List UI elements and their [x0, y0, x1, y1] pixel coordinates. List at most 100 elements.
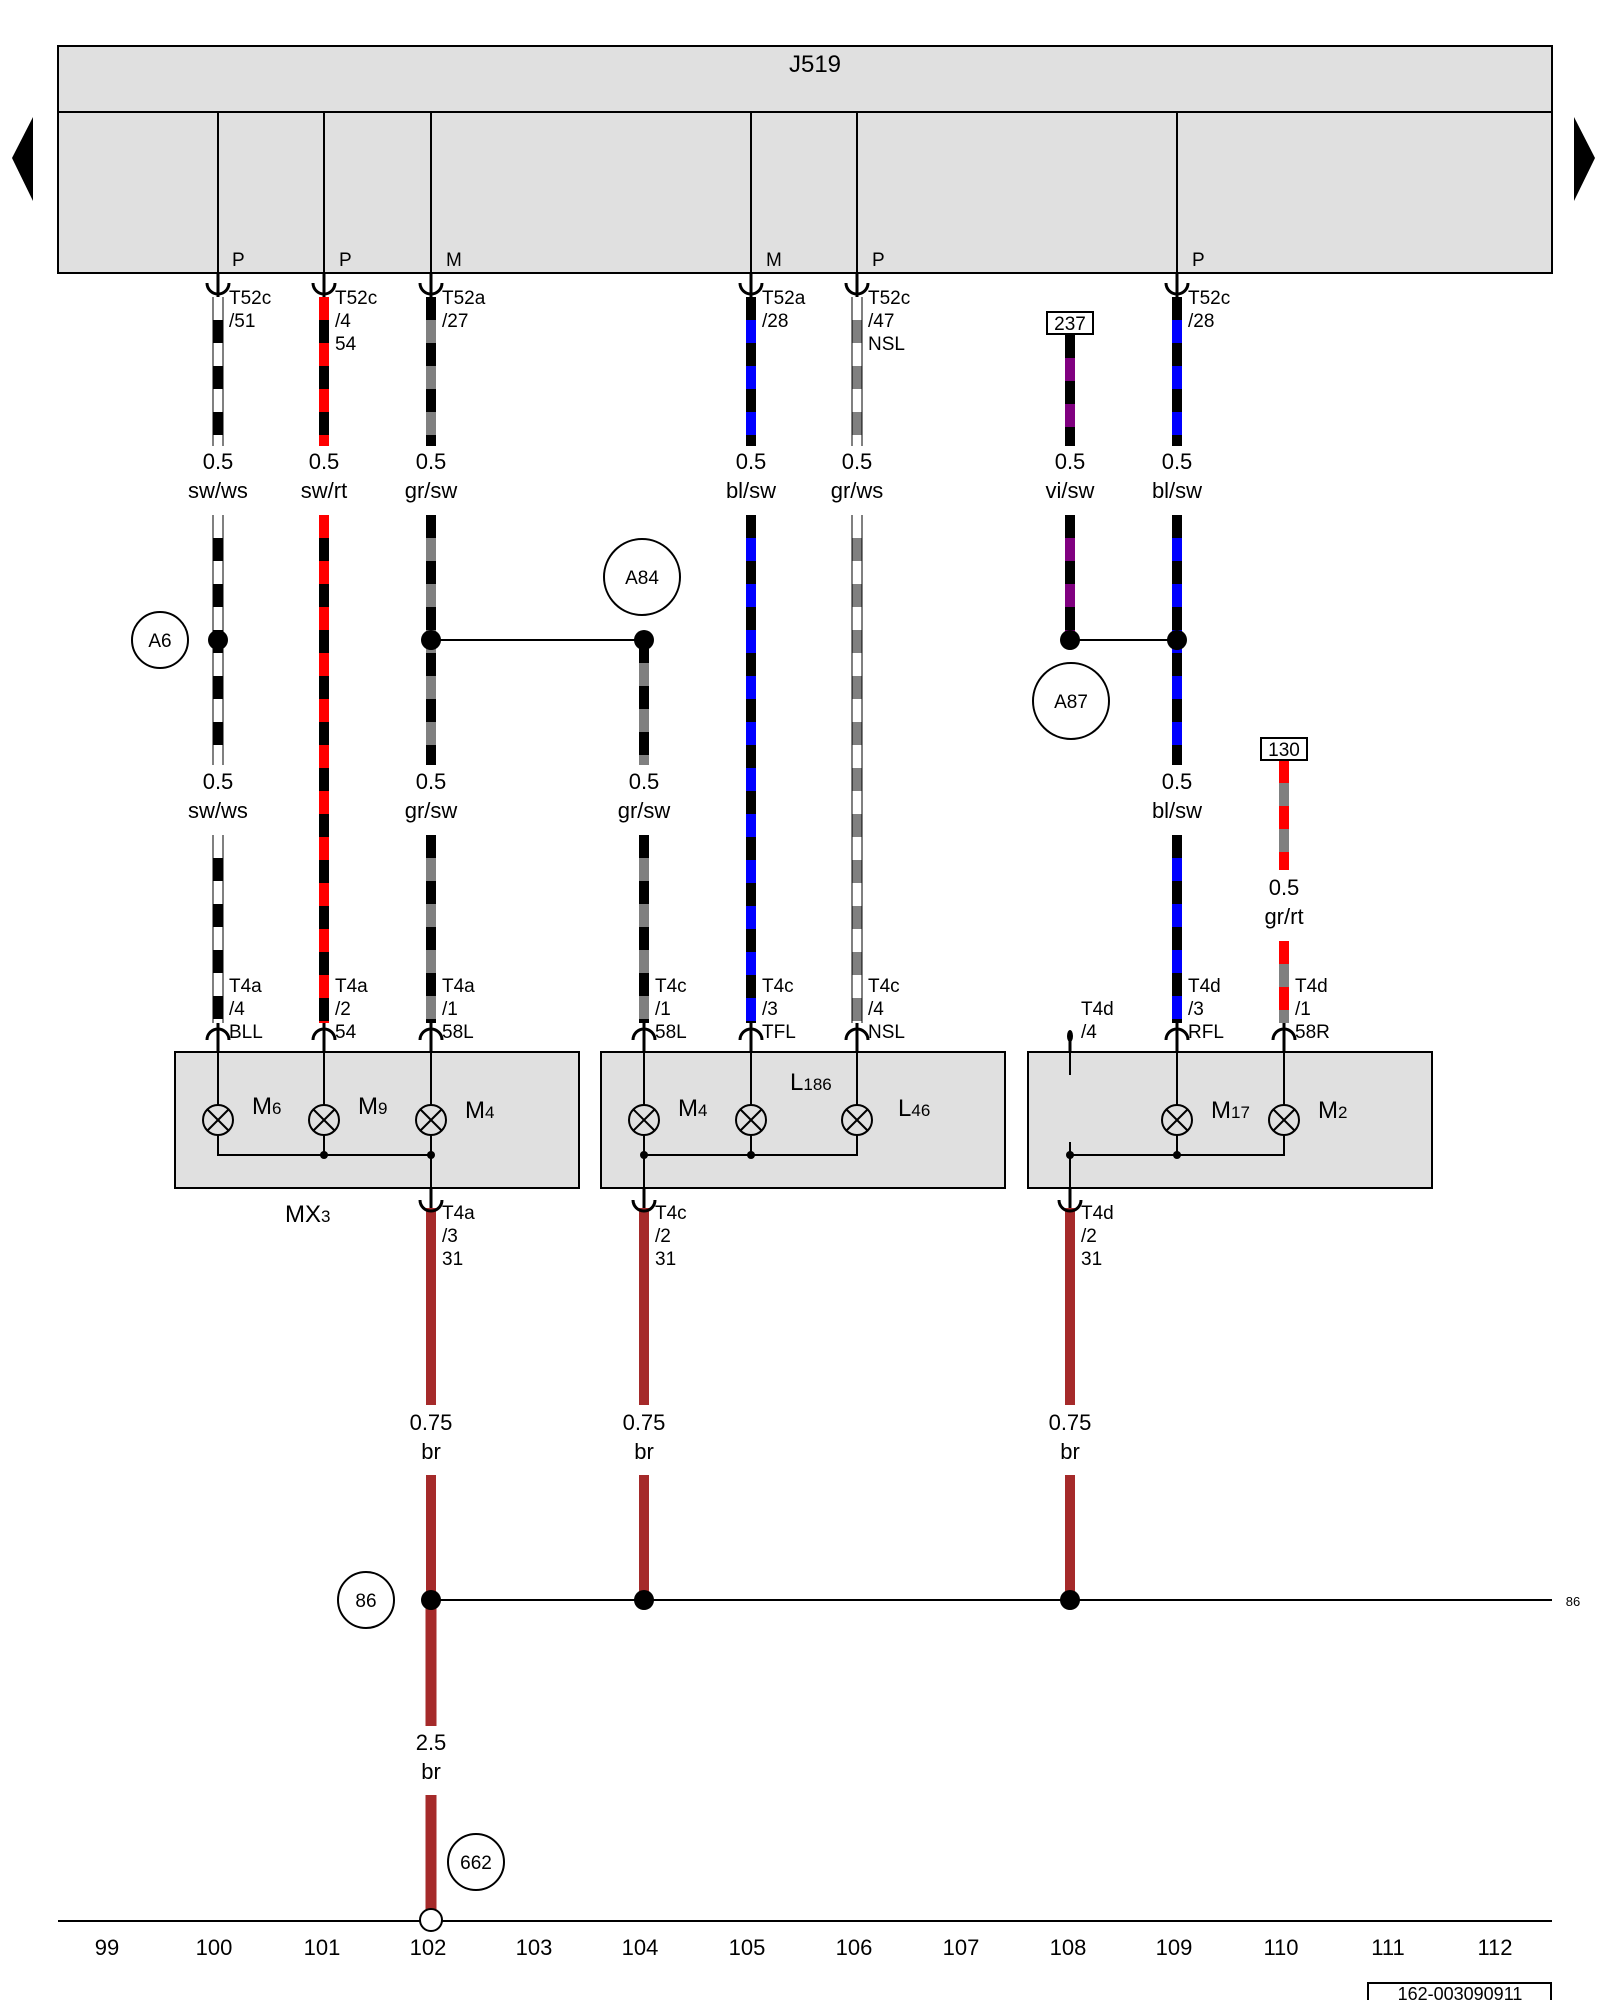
ground-point-circle: [447, 1833, 505, 1891]
wire-size-label: 0.5: [1055, 449, 1086, 474]
wire-size-label: 0.75: [1049, 1410, 1092, 1435]
wire-size-label: 0.5: [416, 449, 447, 474]
wire-size-label: 0.5: [1162, 769, 1193, 794]
pin-label: P: [232, 250, 245, 271]
wire-size-label: 0.5: [309, 449, 340, 474]
column-number: 111: [1371, 1935, 1404, 1960]
bulb-label: M6: [252, 1093, 281, 1120]
wire-color-label: bl/sw: [1152, 478, 1202, 503]
document-id-label: 162-003090911: [1398, 1984, 1523, 2000]
wire-size-label: 0.5: [1162, 449, 1193, 474]
splice-ref-label: A6: [148, 631, 171, 652]
component-label: L186: [790, 1069, 832, 1096]
wire-color-label: gr/ws: [831, 478, 884, 503]
wire-size-label: 0.5: [203, 769, 234, 794]
wire-ref-box: [1046, 311, 1094, 335]
column-number: 106: [836, 1935, 873, 1960]
wire-color-label: gr/sw: [618, 798, 671, 823]
ground-point-symbol: [419, 1908, 443, 1932]
column-number: 107: [943, 1935, 980, 1960]
pin-label: P: [339, 250, 352, 271]
connector-label: T52c/28: [1188, 288, 1230, 332]
splice-ref-label: A87: [1054, 692, 1088, 713]
column-number: 99: [95, 1935, 119, 1960]
previous-page-arrow[interactable]: [12, 117, 33, 201]
wire-color-label: sw/rt: [301, 478, 347, 503]
connector-label: T52a/28: [762, 288, 806, 332]
connector-label: T4d/4: [1081, 999, 1114, 1043]
pin-label: M: [766, 250, 782, 271]
splice-ref-label: A84: [625, 568, 659, 589]
connector-label: T52c/51: [229, 288, 271, 332]
next-page-arrow[interactable]: [1574, 117, 1595, 201]
wire-color-label: gr/rt: [1264, 904, 1303, 929]
wire-color-label: gr/sw: [405, 478, 458, 503]
wire-ref-box: [1260, 737, 1308, 761]
column-number: 100: [196, 1935, 233, 1960]
wire-ref-label: 130: [1268, 740, 1300, 761]
ground-point-label: 662: [460, 1853, 492, 1874]
column-number: 109: [1156, 1935, 1193, 1960]
wire-color-label: br: [1060, 1439, 1080, 1464]
wire-color-label: vi/sw: [1046, 478, 1095, 503]
bulb-cross: [1272, 1108, 1296, 1132]
wire-size-label: 0.5: [736, 449, 767, 474]
continuation-ref-label: 86: [1566, 1594, 1580, 1609]
component-box-l186: [600, 1051, 1006, 1189]
wire-ref-label: 237: [1054, 314, 1086, 335]
component-box-right: [1027, 1051, 1433, 1189]
bulb-icon: [735, 1104, 767, 1136]
pin-label: P: [872, 250, 885, 271]
splice-dots: [208, 630, 1187, 1610]
column-numbers: 99 100 101 102 103 104 105 106 107 108 1…: [95, 1935, 1513, 1960]
wire-size-label: 0.75: [410, 1410, 453, 1435]
wire-w4: [851, 297, 863, 446]
wire-color-label: br: [421, 1759, 441, 1784]
wire-size-label: 0.5: [842, 449, 873, 474]
wire-size-label: 0.75: [623, 1410, 666, 1435]
wire-size-label: 0.5: [416, 769, 447, 794]
connector-pins-top: [216, 273, 1179, 297]
bulb-label: M2: [1318, 1097, 1347, 1124]
bulb-label: M4: [678, 1095, 707, 1122]
bulb-label: M9: [358, 1093, 387, 1120]
splice-ref-circle: [131, 611, 189, 669]
column-number: 110: [1263, 1935, 1298, 1960]
wire-size-label: 0.5: [629, 769, 660, 794]
bulb-icon: [415, 1104, 447, 1136]
splice-ref-circle: [1032, 662, 1110, 740]
connector-pins-mid: [216, 1023, 1286, 1052]
connector-pins-bottom: [429, 1188, 1072, 1208]
pin-label: P: [1192, 250, 1205, 271]
column-number: 104: [622, 1935, 659, 1960]
column-number: 102: [410, 1935, 447, 1960]
bulb-cross: [206, 1108, 230, 1132]
module-internal-lines: [217, 112, 1178, 273]
wire-w0: [212, 297, 224, 446]
bulb-cross: [845, 1108, 869, 1132]
connector-cups-bottom: [418, 1199, 1083, 1213]
bulb-cross: [1165, 1108, 1189, 1132]
wire-color-label: br: [421, 1439, 441, 1464]
bulb-icon: [841, 1104, 873, 1136]
bulb-cross: [419, 1108, 443, 1132]
bulb-cross: [739, 1108, 763, 1132]
pin-label: M: [446, 250, 462, 271]
bulb-icon: [202, 1104, 234, 1136]
wire-size-label: 0.5: [1269, 875, 1300, 900]
bulb-icon: [1161, 1104, 1193, 1136]
wire-size-label: 0.5: [203, 449, 234, 474]
bulb-cross: [632, 1108, 656, 1132]
